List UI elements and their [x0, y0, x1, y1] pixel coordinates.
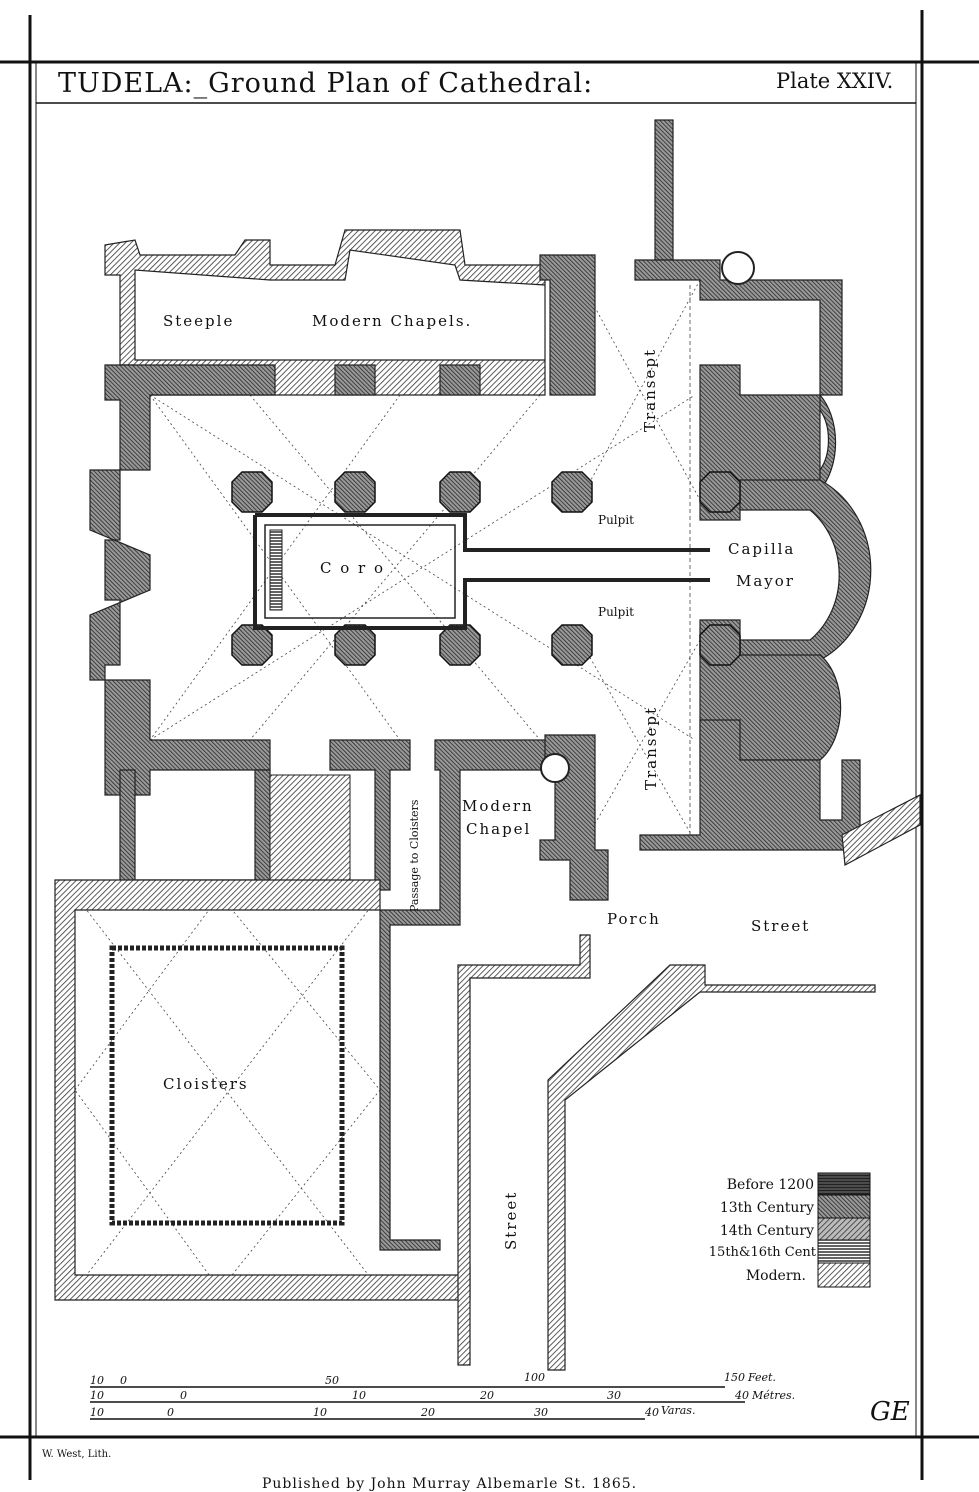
legend-label: 15th&16th Cent — [709, 1245, 817, 1260]
legend-label: 13th Century — [720, 1200, 814, 1216]
scale-varas-tick: 10 — [313, 1406, 327, 1419]
publisher-credit: Published by John Murray Albemarle St. 1… — [262, 1476, 637, 1492]
label-porch: Porch — [607, 910, 661, 928]
legend-swatch-14th — [817, 1217, 871, 1241]
legend-swatch-15th-16th — [817, 1239, 871, 1264]
scale-metres-tick: 10 — [352, 1389, 366, 1402]
cloisters-walls — [54, 879, 876, 1371]
scale-varas-tick: 30 — [534, 1406, 548, 1419]
scale-varas-tick: 0 — [167, 1406, 174, 1419]
label-pulpit-south: Pulpit — [598, 605, 634, 619]
legend-label: 14th Century — [720, 1223, 814, 1239]
scale-feet-tick: 100 — [524, 1371, 545, 1384]
scale-metres-tick: 10 — [90, 1389, 104, 1402]
label-street-south: Street — [502, 1191, 520, 1250]
plate-number: Plate XXIV. — [776, 69, 893, 93]
plate-title: TUDELA:_Ground Plan of Cathedral: — [58, 68, 593, 99]
scale-varas-tick: 20 — [420, 1406, 435, 1419]
label-modern-chapel-2: Chapel — [466, 820, 531, 838]
legend: Before 1200 13th Century 14th Century 15… — [709, 1172, 871, 1288]
sheet-frame — [0, 10, 979, 1480]
label-coro: C o r o — [320, 559, 385, 577]
label-pulpit-north: Pulpit — [598, 513, 634, 527]
piers — [231, 471, 741, 666]
scale-feet-tick: 50 — [325, 1374, 339, 1387]
label-transept-north: Transept — [641, 348, 659, 432]
scale-varas-tick: 40 — [644, 1406, 659, 1419]
label-modern-chapels: Modern Chapels. — [312, 312, 472, 330]
lithographer-credit: W. West, Lith. — [42, 1449, 111, 1460]
scale-varas-unit: Varas. — [661, 1404, 695, 1417]
label-mayor: Mayor — [736, 572, 795, 590]
scale-feet-tick: 10 — [90, 1374, 104, 1387]
scale-feet-tick: 0 — [120, 1374, 127, 1387]
legend-label: Modern. — [746, 1268, 806, 1284]
scale-bars: 10 0 50 100 150 Feet. 10 0 10 20 30 40 M… — [90, 1371, 795, 1420]
scale-metres-tick: 30 — [607, 1389, 621, 1402]
legend-swatch-13th — [817, 1194, 871, 1219]
scale-feet-tick: 150 — [724, 1371, 745, 1384]
label-modern-chapel-1: Modern — [462, 797, 534, 815]
scale-feet-unit: Feet. — [747, 1371, 776, 1384]
scale-metres-tick: 40 — [734, 1389, 749, 1402]
monogram: GE — [870, 1397, 910, 1427]
label-street-east: Street — [751, 917, 810, 935]
scale-metres-unit: Métres. — [751, 1389, 795, 1402]
legend-label: Before 1200 — [727, 1177, 814, 1193]
scale-metres-tick: 20 — [479, 1389, 494, 1402]
scale-metres-tick: 0 — [180, 1389, 187, 1402]
coro-enclosure — [253, 513, 710, 630]
plan-labels: Steeple Modern Chapels. Transept Transep… — [163, 312, 810, 1250]
label-passage-to-cloisters: Passage to Cloisters — [408, 799, 421, 912]
legend-swatch-modern — [817, 1262, 871, 1288]
scale-varas-tick: 10 — [90, 1406, 104, 1419]
legend-swatch-before-1200 — [817, 1172, 871, 1196]
label-capilla: Capilla — [728, 540, 795, 558]
label-transept-south: Transept — [642, 706, 660, 790]
label-cloisters: Cloisters — [163, 1075, 249, 1093]
label-steeple: Steeple — [163, 312, 234, 330]
